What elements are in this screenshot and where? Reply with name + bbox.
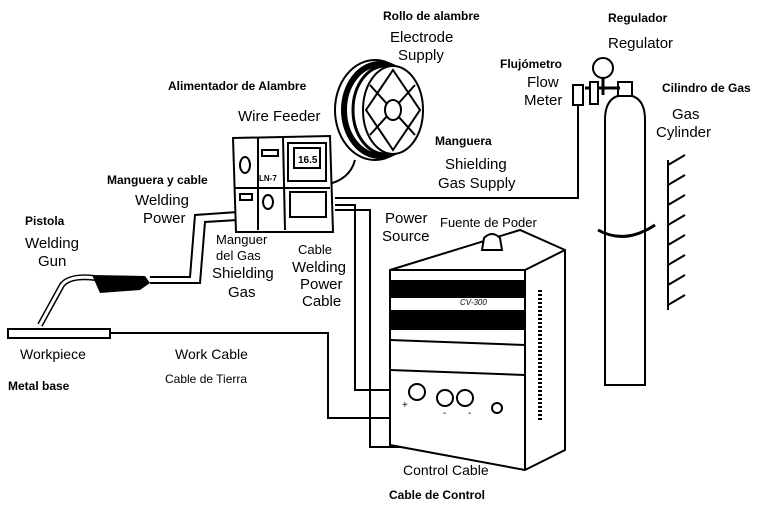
power-source: CV-300 + - - [389,228,566,472]
welding-power-cable [335,204,408,391]
label-cylinder-en-1: Gas [672,106,700,123]
label-power-source-en-2: Source [382,228,430,245]
label-gun-es: Pistola [25,214,65,228]
cables [110,100,579,448]
label-shield-gas-es-1: Manguer [216,232,268,247]
label-shield-gas-es-2: del Gas [216,248,261,263]
label-power-cable-es: Cable [298,242,332,257]
feeder-model: LN-7 [259,174,277,183]
label-control-cable-en: Control Cable [403,462,489,478]
welding-power-hose [150,211,239,278]
welding-gun [37,274,150,327]
label-work-cable-en: Work Cable [175,346,248,362]
label-shield-gas-en-2: Gas [228,284,256,301]
label-weld-power-en-2: Power [143,210,186,227]
label-power-cable-en-1: Welding [292,259,346,276]
label-gas-supply-en-2: Gas Supply [438,175,516,192]
label-gun-en-2: Gun [38,253,66,270]
label-gas-supply-es: Manguera [435,134,492,148]
label-weld-power-es: Manguera y cable [107,173,208,187]
label-regulator-en: Regulator [608,35,673,52]
negative-terminal-label-1: - [443,408,446,419]
gas-supply-hose [335,100,579,199]
label-power-cable-en-3: Cable [302,293,341,310]
source-model: CV-300 [460,298,487,307]
label-cylinder-en-2: Cylinder [656,124,711,141]
label-flow-en-2: Meter [524,92,562,109]
label-power-source-en-1: Power [385,210,428,227]
label-cylinder-es: Cilindro de Gas [662,81,751,95]
label-gun-en-1: Welding [25,235,79,252]
wire-feeder: 16.5 LN-7 [231,134,335,233]
label-weld-power-en-1: Welding [135,192,189,209]
label-gas-supply-en-1: Shielding [445,156,507,173]
positive-terminal-label: + [402,400,408,411]
labels: Rollo de alambre Electrode Supply Regula… [8,9,751,502]
label-workpiece-en: Workpiece [20,346,86,362]
workpiece [7,328,111,339]
label-regulator-es: Regulador [608,11,668,25]
label-electrode-es: Rollo de alambre [383,9,480,23]
electrode-spool [334,59,424,161]
negative-terminal-label-2: - [468,408,471,419]
gas-cylinder [597,81,686,386]
label-power-cable-en-2: Power [300,276,343,293]
label-flow-es: Flujómetro [500,57,562,71]
label-flow-en-1: Flow [527,74,559,91]
label-power-source-es: Fuente de Poder [440,215,538,230]
shielding-gas-hose [150,219,239,284]
label-feeder-es: Alimentador de Alambre [168,79,307,93]
label-control-cable-es: Cable de Control [389,488,485,502]
feeder-display: 16.5 [298,155,318,166]
label-feeder-en: Wire Feeder [238,108,321,125]
label-workpiece-es: Metal base [8,379,70,393]
regulator [572,57,620,106]
label-electrode-en-1: Electrode [390,29,453,46]
label-electrode-en-2: Supply [398,47,444,64]
label-work-cable-es: Cable de Tierra [165,372,247,386]
flow-meter [572,84,584,106]
label-shield-gas-en-1: Shielding [212,265,274,282]
